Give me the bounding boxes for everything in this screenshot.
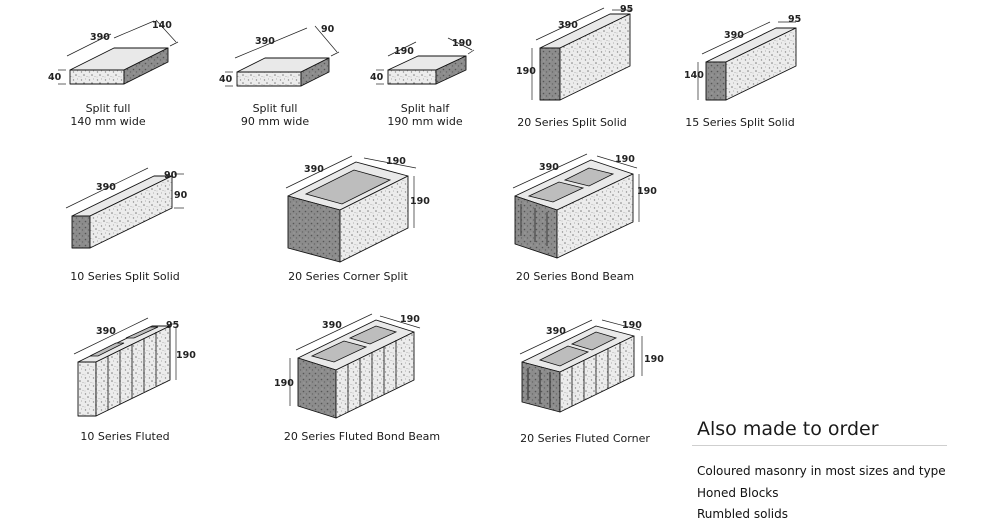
dim-length: 390 xyxy=(322,320,342,331)
dim-length: 390 xyxy=(724,30,744,41)
block-15-split-solid-drawing: 390 95 140 xyxy=(684,14,801,101)
dim-width: 95 xyxy=(166,320,179,331)
block-caption: 10 Series Split Solid xyxy=(70,270,180,283)
dim-height: 140 xyxy=(684,70,704,81)
dim-width: 190 xyxy=(400,314,420,325)
dim-height: 190 xyxy=(516,66,536,77)
heading-divider xyxy=(692,445,947,446)
dim-width: 90 xyxy=(164,170,178,181)
block-caption: 20 Series Fluted Bond Beam xyxy=(283,430,441,443)
block-20-fluted-corner: 390 190 190 20 Series Fluted Corner xyxy=(510,306,670,452)
block-caption: 20 Series Split Solid xyxy=(517,116,627,129)
dim-width: 190 xyxy=(452,38,472,49)
block-10-split-solid-drawing: 390 90 90 xyxy=(65,167,188,249)
dim-length: 390 xyxy=(90,32,110,43)
block-caption: 15 Series Split Solid xyxy=(685,116,795,129)
block-20-split-solid-drawing: 390 95 190 xyxy=(516,4,633,101)
dim-width: 90 xyxy=(321,24,335,35)
dim-length: 390 xyxy=(255,36,275,47)
also-item-honed-blocks: Honed Blocks xyxy=(697,486,779,500)
dim-height: 40 xyxy=(48,72,62,83)
block-20-fluted-bond-beam: 390 190 190 20 Series Fluted Bond Beam xyxy=(272,306,452,452)
dim-length: 390 xyxy=(558,20,578,31)
dim-width: 140 xyxy=(152,20,172,31)
also-made-to-order-heading: Also made to order xyxy=(697,418,879,440)
block-20-fluted-bond-beam-drawing: 390 190 190 xyxy=(274,313,420,419)
block-20-bond-beam: 390 190 190 20 Series Bond Beam xyxy=(505,150,665,290)
dim-width: 95 xyxy=(788,14,801,25)
dim-length: 390 xyxy=(539,162,559,173)
block-20-corner-split: 390 190 190 20 Series Corner Split xyxy=(268,150,438,290)
block-caption: 20 Series Corner Split xyxy=(288,270,408,283)
block-20-fluted-corner-drawing: 390 190 190 xyxy=(519,319,664,413)
also-item-rumbled-solids: Rumbled solids xyxy=(697,507,788,521)
block-10-split-solid: 390 90 90 10 Series Split Solid xyxy=(60,160,200,290)
dim-height: 190 xyxy=(176,350,196,361)
block-caption: 20 Series Fluted Corner xyxy=(520,432,650,445)
block-20-bond-beam-drawing: 390 190 190 xyxy=(512,153,657,259)
block-10-fluted-drawing: 390 95 190 xyxy=(73,317,196,417)
block-20-split-solid: 390 95 190 20 Series Split Solid xyxy=(512,2,652,134)
dim-height: 190 xyxy=(410,196,430,207)
dim-height: 90 xyxy=(174,190,188,201)
block-10-fluted: 390 95 190 10 Series Fluted xyxy=(60,312,210,452)
dim-length: 390 xyxy=(96,326,116,337)
dim-length: 390 xyxy=(304,164,324,175)
block-15-split-solid: 390 95 140 15 Series Split Solid xyxy=(680,10,820,134)
dim-height: 190 xyxy=(637,186,657,197)
dim-width: 190 xyxy=(615,154,635,165)
block-caption: 20 Series Bond Beam xyxy=(515,270,635,283)
block-split-full-140-drawing: 390 140 40 xyxy=(48,19,179,85)
dim-length: 190 xyxy=(394,46,414,57)
block-caption: 10 Series Fluted xyxy=(80,430,170,443)
block-split-half-drawing: 190 190 40 xyxy=(370,37,475,85)
dim-height: 190 xyxy=(644,354,664,365)
dim-length: 390 xyxy=(96,182,116,193)
dim-height: 40 xyxy=(219,74,233,85)
dim-height: 40 xyxy=(370,72,384,83)
block-20-corner-split-drawing: 390 190 190 xyxy=(285,155,430,263)
also-item-coloured-masonry: Coloured masonry in most sizes and type xyxy=(697,464,946,478)
dim-width: 95 xyxy=(620,4,633,15)
dim-length: 390 xyxy=(546,326,566,337)
block-split-full-90-drawing: 390 90 40 xyxy=(219,24,340,87)
dim-height: 190 xyxy=(274,378,294,389)
dim-width: 190 xyxy=(386,156,406,167)
dim-width: 190 xyxy=(622,320,642,331)
